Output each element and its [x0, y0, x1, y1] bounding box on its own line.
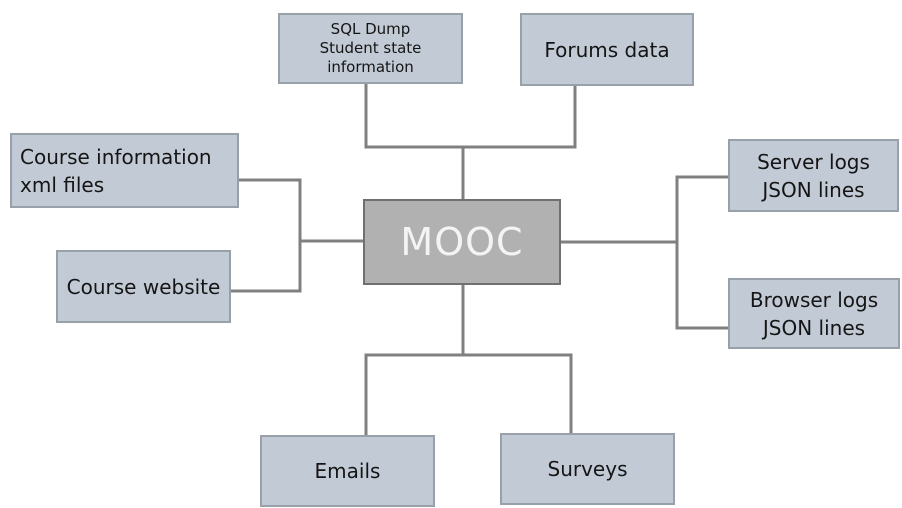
connector-course-info — [237, 178, 302, 243]
connector-emails — [364, 353, 465, 438]
course-website-label: Course website — [66, 274, 221, 299]
connector-surveys — [461, 353, 573, 436]
connector-forums — [461, 84, 577, 149]
browser-logs-box: Browser logs JSON lines — [728, 278, 900, 349]
forums-data-label: Forums data — [544, 37, 670, 62]
sql-dump-line-3: information — [327, 58, 414, 76]
sql-dump-line-1: SQL Dump — [330, 20, 411, 38]
sql-dump-box: SQL Dump Student state information — [278, 13, 463, 84]
connector-server-logs — [675, 175, 730, 244]
connector-sql-dump — [364, 82, 465, 149]
connector-course-website — [229, 239, 302, 293]
mooc-center-box: MOOC — [363, 199, 561, 285]
forums-data-box: Forums data — [520, 13, 694, 86]
course-information-line-1: Course information — [20, 144, 212, 169]
server-logs-line-1: Server logs — [757, 149, 870, 174]
surveys-label: Surveys — [547, 457, 628, 481]
connector-browser-logs — [675, 240, 730, 330]
sql-dump-line-2: Student state — [319, 39, 422, 57]
server-logs-line-2: JSON lines — [762, 177, 865, 202]
browser-logs-line-2: JSON lines — [762, 315, 866, 340]
course-website-box: Course website — [56, 250, 231, 323]
course-information-line-2: xml files — [20, 172, 105, 197]
mooc-label: MOOC — [400, 220, 524, 264]
emails-label: Emails — [314, 459, 381, 483]
emails-box: Emails — [260, 435, 435, 507]
course-information-box: Course information xml files — [10, 133, 239, 208]
server-logs-box: Server logs JSON lines — [728, 139, 899, 212]
surveys-box: Surveys — [500, 433, 675, 505]
browser-logs-line-1: Browser logs — [749, 287, 879, 312]
